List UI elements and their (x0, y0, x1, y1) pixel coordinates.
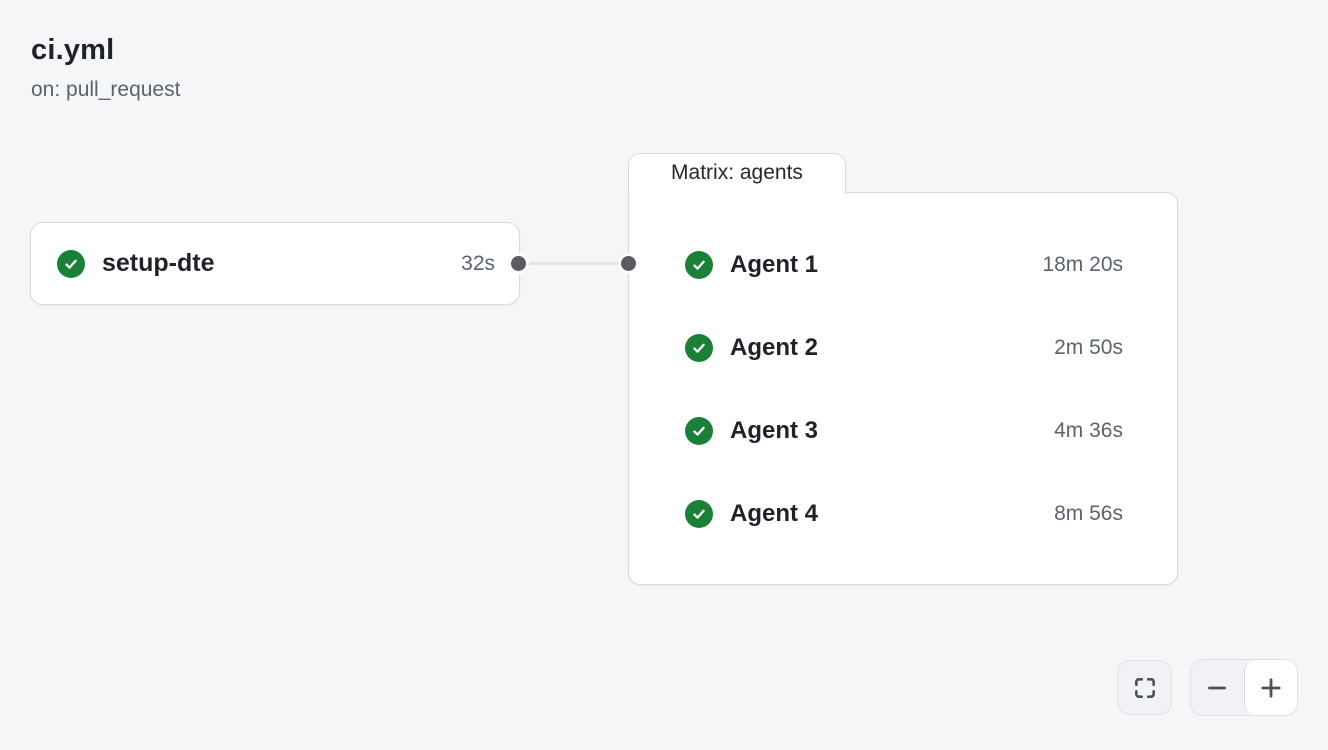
job-node-setup-dte[interactable]: setup-dte 32s (30, 222, 520, 305)
fit-to-screen-icon (1132, 675, 1158, 701)
agent-name: Agent 3 (730, 416, 819, 444)
agent-duration: 2m 50s (1054, 335, 1123, 359)
zoom-control (1190, 659, 1298, 716)
agent-row[interactable]: Agent 4 8m 56s (685, 472, 1123, 555)
check-circle-icon (685, 250, 713, 279)
agent-row[interactable]: Agent 3 4m 36s (685, 389, 1123, 472)
agent-name: Agent 1 (730, 250, 819, 278)
zoom-in-button[interactable] (1243, 660, 1297, 715)
agent-duration: 18m 20s (1042, 252, 1123, 276)
plus-icon (1257, 674, 1285, 702)
job-name: setup-dte (102, 249, 215, 277)
agent-duration: 8m 56s (1054, 501, 1123, 525)
connector-dot-target (621, 256, 636, 271)
check-circle-icon (685, 416, 713, 445)
agent-name: Agent 4 (730, 499, 819, 527)
fit-to-screen-button[interactable] (1117, 660, 1172, 715)
connector-line (519, 262, 629, 265)
agent-duration: 4m 36s (1054, 418, 1123, 442)
matrix-group-tab: Matrix: agents (628, 153, 846, 194)
minus-icon (1204, 675, 1230, 701)
workflow-header: ci.yml on: pull_request (31, 34, 180, 102)
workflow-trigger: on: pull_request (31, 78, 181, 101)
connector-dot-source (511, 256, 526, 271)
check-circle-icon (685, 499, 713, 528)
page-title: ci.yml (31, 34, 115, 66)
matrix-group-label: Matrix: agents (671, 161, 803, 184)
job-duration: 32s (461, 251, 495, 275)
agent-row[interactable]: Agent 2 2m 50s (685, 306, 1123, 389)
agent-row[interactable]: Agent 1 18m 20s (685, 223, 1123, 306)
check-circle-icon (57, 249, 85, 278)
matrix-group: Agent 1 18m 20s Agent 2 2m 50s Agent 3 4… (628, 192, 1178, 585)
zoom-out-button[interactable] (1191, 660, 1244, 715)
agent-name: Agent 2 (730, 333, 819, 361)
check-circle-icon (685, 333, 713, 362)
